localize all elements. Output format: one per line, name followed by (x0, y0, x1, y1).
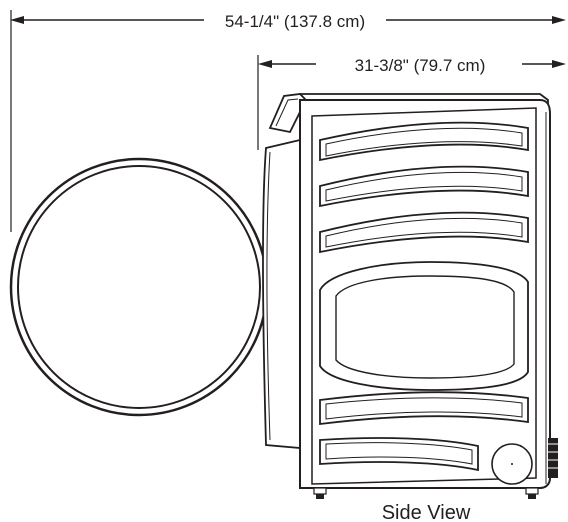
rib-2 (319, 165, 529, 208)
vent-port (491, 443, 533, 485)
body-depth-label: 31-3/8" (79.7 cm) (355, 56, 486, 75)
overall-width-label: 54-1/4" (137.8 cm) (225, 12, 365, 31)
rear-foot-bottom (528, 494, 536, 499)
open-door (9, 157, 269, 417)
rear-connector-block (548, 438, 558, 478)
overall-width-left-arrow (10, 16, 24, 24)
front-panel-inner-line (266, 151, 271, 441)
vent-port-center (511, 463, 513, 465)
view-label: Side View (382, 502, 471, 522)
side-panel-outline (311, 107, 537, 485)
rib-2-inner (325, 171, 523, 202)
center-panel (319, 261, 529, 391)
control-knob-outline (268, 93, 308, 134)
control-knob-inner (275, 98, 299, 127)
body-depth-dimension: 31-3/8" (79.7 cm) (257, 55, 566, 150)
rear-connector (548, 438, 558, 478)
door-inner-ring (17, 165, 261, 409)
front-foot-top (313, 487, 327, 495)
rear-foot-top (525, 487, 539, 495)
rib-1-inner (325, 127, 523, 157)
body-depth-left-arrow (258, 60, 272, 68)
rib-5-inner (325, 442, 473, 465)
front-foot-bottom (316, 494, 324, 499)
rib-3-inner (325, 217, 523, 248)
rib-5 (319, 437, 479, 472)
center-panel-inner (335, 275, 515, 379)
side-panel-ribs (319, 121, 529, 472)
front-panel-outline (262, 138, 301, 449)
rib-1 (319, 121, 529, 162)
front-panel-profile (262, 138, 301, 449)
overall-width-dimension: 54-1/4" (137.8 cm) (10, 10, 566, 232)
leveling-feet (313, 487, 539, 499)
door-outer-ring (9, 157, 269, 417)
body-depth-right-arrow (552, 60, 566, 68)
rib-4-inner (325, 397, 523, 420)
overall-width-right-arrow (552, 16, 566, 24)
rib-3 (319, 211, 529, 254)
